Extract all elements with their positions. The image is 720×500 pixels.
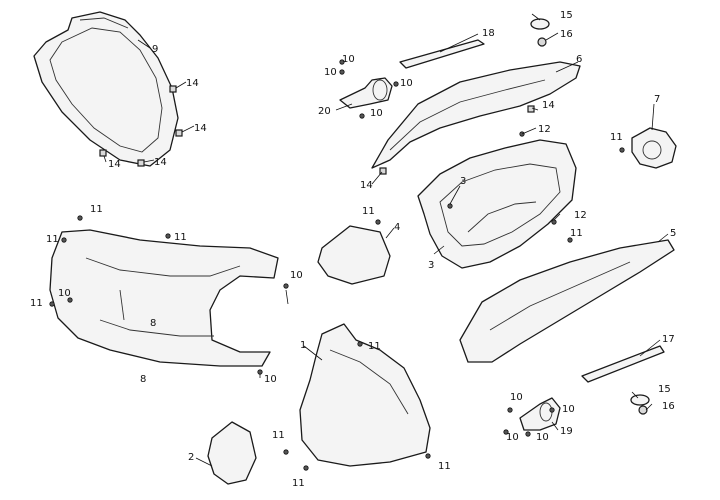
callout-10: 10	[536, 432, 549, 443]
callout-6: 6	[576, 54, 582, 65]
callout-11: 11	[174, 232, 187, 243]
callout-5: 5	[670, 228, 676, 239]
callout-16: 16	[662, 401, 675, 412]
callout-2: 2	[188, 452, 194, 463]
part-16-nut-upper	[537, 37, 547, 47]
callout-3: 3	[460, 176, 466, 187]
callout-14: 14	[186, 78, 199, 89]
part-15-washer-lower	[630, 394, 650, 406]
callout-19: 19	[560, 426, 573, 437]
callout-10: 10	[506, 432, 519, 443]
callout-10: 10	[342, 54, 355, 65]
callout-10: 10	[370, 108, 383, 119]
callout-1: 1	[300, 340, 306, 351]
callout-11: 11	[30, 298, 43, 309]
callout-9: 9	[152, 44, 158, 55]
callout-8: 8	[140, 374, 146, 385]
callout-17: 17	[662, 334, 675, 345]
callout-12: 12	[574, 210, 587, 221]
callout-15: 15	[658, 384, 671, 395]
callout-14: 14	[154, 157, 167, 168]
callout-10: 10	[58, 288, 71, 299]
callout-14: 14	[360, 180, 373, 191]
part-8-floor-panel	[49, 229, 279, 367]
part-15-washer-upper	[530, 18, 550, 30]
callout-18: 18	[482, 28, 495, 39]
part-2-small-cover	[207, 421, 257, 485]
clip-nuts	[99, 85, 535, 175]
callout-12: 12	[538, 124, 551, 135]
callout-labels: 9 14 14 14 14 18 15 16 6 7 10 10 10 10 2…	[30, 10, 676, 489]
part-9-front-inner-shield	[33, 11, 179, 167]
callout-11: 11	[570, 228, 583, 239]
callout-11: 11	[292, 478, 305, 489]
part-16-nut-lower	[638, 405, 648, 415]
callout-11: 11	[46, 234, 59, 245]
part-18-trim-strip	[399, 39, 485, 69]
part-6-side-cover-upper	[371, 61, 581, 169]
fastener-screws	[49, 59, 625, 471]
part-7-cap	[631, 127, 677, 169]
callout-7: 7	[654, 94, 660, 105]
callout-4: 4	[394, 222, 400, 233]
callout-11: 11	[610, 132, 623, 143]
callout-10: 10	[400, 78, 413, 89]
callout-11: 11	[272, 430, 285, 441]
part-17-trim-strip	[581, 345, 665, 383]
callout-11: 11	[368, 341, 381, 352]
callout-10: 10	[290, 270, 303, 281]
callout-14: 14	[542, 100, 555, 111]
callout-3: 3	[428, 260, 434, 271]
part-5-side-cover-lower	[459, 239, 675, 363]
callout-14: 14	[194, 123, 207, 134]
callout-10: 10	[264, 374, 277, 385]
part-4-access-cover	[317, 225, 391, 285]
part-20-bracket-assembly	[339, 77, 393, 109]
callout-10: 10	[324, 67, 337, 78]
callout-10: 10	[562, 404, 575, 415]
callout-16: 16	[560, 29, 573, 40]
part-1-front-lower-shield	[299, 323, 431, 467]
part-3-storage-box	[417, 139, 577, 269]
callout-11: 11	[438, 461, 451, 472]
callout-20: 20	[318, 106, 331, 117]
leader-lines	[103, 13, 669, 467]
callout-14: 14	[108, 159, 121, 170]
callout-11: 11	[90, 204, 103, 215]
callout-15: 15	[560, 10, 573, 21]
callout-8: 8	[150, 318, 156, 329]
callout-11: 11	[362, 206, 375, 217]
callout-10: 10	[510, 392, 523, 403]
